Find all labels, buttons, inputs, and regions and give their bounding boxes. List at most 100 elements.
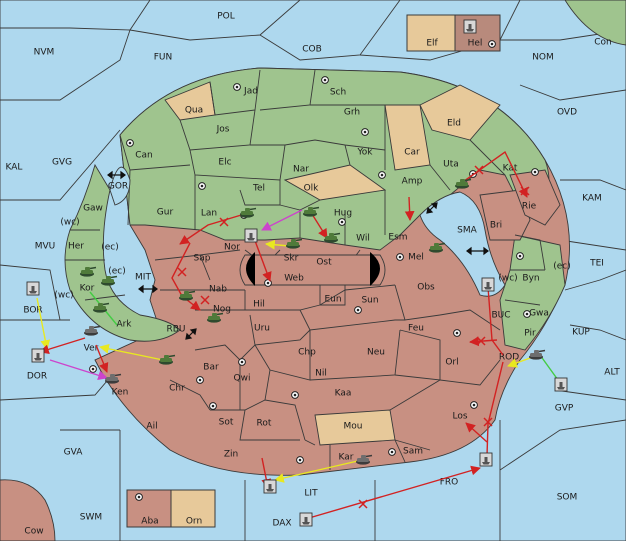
province-label: Ken — [112, 388, 129, 398]
supply-center-icon — [361, 128, 369, 136]
province-label: Orl — [445, 358, 458, 368]
province-label: Sam — [403, 447, 423, 457]
supply-center-icon — [291, 391, 299, 399]
green-power-east — [499, 234, 566, 351]
province-label: Uta — [443, 160, 459, 170]
sea-label: FRO — [440, 478, 459, 488]
supply-center-icon — [296, 456, 304, 464]
sea-label: NVM — [34, 48, 55, 58]
province-label: Eun — [324, 295, 341, 305]
fleet-icon — [26, 281, 40, 296]
province-label: Kor — [80, 284, 95, 294]
province-label: Feu — [408, 324, 424, 334]
sea-label: ROD — [499, 353, 519, 363]
sma-bay[interactable] — [419, 191, 506, 297]
gor-inlet[interactable] — [109, 166, 131, 206]
red-province-labels: Sap Nor Skr Ost Web Mel Nab Hil Eun Sun … — [84, 202, 537, 527]
sea-label: SWM — [80, 513, 102, 523]
legend-neutral-label: Elf — [426, 39, 438, 49]
coast-label: (wc) — [498, 274, 517, 284]
sea-label: OVD — [557, 108, 577, 118]
supply-center-icon — [453, 329, 461, 337]
supply-center-icon — [338, 218, 346, 226]
province-label: Yok — [356, 148, 373, 158]
sea-label: GVA — [64, 448, 84, 458]
province-label: Sun — [361, 296, 378, 306]
province-label: Car — [404, 148, 420, 158]
supply-center-icon — [233, 83, 241, 91]
coast-label: (wc) — [60, 218, 79, 228]
sea-label: BUC — [491, 311, 510, 321]
fleet-icon — [244, 228, 258, 243]
supply-center-icon — [388, 448, 396, 456]
supply-center-icon — [354, 306, 362, 314]
province-label: Los — [452, 412, 467, 422]
sea-label: MVU — [35, 242, 56, 252]
sea-label: NOM — [532, 53, 554, 63]
eld-province[interactable] — [419, 84, 501, 141]
supply-center-icon — [238, 358, 246, 366]
aba-province[interactable] — [126, 489, 172, 528]
rie-province[interactable] — [509, 169, 561, 226]
supply-center-icon — [89, 365, 97, 373]
province-label: Ost — [316, 258, 332, 268]
sea-label: RBU — [166, 325, 185, 335]
province-label: Kat — [503, 164, 518, 174]
sea-labels: POL NVM FUN COB NOM Con KAL GVG GOR OVD … — [6, 12, 621, 537]
province-label: Obs — [417, 283, 435, 293]
fleet-icon — [299, 512, 313, 527]
province-label: Lan — [201, 209, 217, 219]
province-label: Sap — [194, 254, 211, 264]
central-block — [239, 254, 386, 286]
province-label: Tel — [252, 184, 265, 194]
province-label: Gwa — [529, 309, 549, 319]
province-label: Grh — [344, 108, 360, 118]
supply-center-icon — [396, 253, 404, 261]
orn-province[interactable] — [170, 489, 216, 528]
province-label: Can — [135, 151, 153, 161]
province-label: Amp — [402, 177, 423, 187]
sea-label: GVP — [555, 404, 574, 414]
cow-land[interactable] — [0, 479, 56, 541]
province-label: Elc — [218, 158, 231, 168]
supply-center-icon — [378, 171, 386, 179]
legend-fleet-icon — [463, 19, 477, 34]
sea-label: KAM — [582, 194, 602, 204]
province-label: Skr — [284, 254, 299, 264]
bri-province[interactable] — [479, 189, 531, 241]
province-label: Her — [68, 242, 84, 252]
sea-label: DAX — [272, 519, 291, 529]
sea-label: Cow — [24, 527, 43, 537]
sea-label: GVG — [52, 158, 72, 168]
failed-order-markers — [177, 165, 530, 509]
fleet-icon — [481, 277, 495, 292]
sea-label: SOM — [557, 493, 578, 503]
province-label: Uru — [254, 324, 270, 334]
sea-label: COB — [302, 45, 322, 55]
impassable-right — [370, 252, 380, 286]
sea-label: KUP — [572, 328, 590, 338]
coast-label: (wc) — [54, 291, 73, 301]
coast-label: (ec) — [108, 267, 126, 277]
supply-center-icon — [196, 376, 204, 384]
province-label: Kaa — [335, 389, 352, 399]
province-label: Sot — [219, 418, 234, 428]
sea-label: BOR — [23, 306, 42, 316]
province-label: Bri — [490, 221, 502, 231]
coast-label: (ec) — [101, 243, 119, 253]
sea-label: TEI — [589, 259, 604, 269]
province-label: Mou — [344, 422, 363, 432]
province-label: Jad — [243, 87, 258, 97]
sea-label: POL — [217, 12, 235, 22]
province-label: Chp — [298, 348, 316, 358]
province-label: Chr — [169, 384, 185, 394]
province-label: Rot — [257, 419, 272, 429]
province-label: Ail — [146, 422, 157, 432]
province-label: Olk — [304, 184, 320, 194]
sea-label: GOR — [108, 182, 128, 192]
province-label: Nil — [315, 369, 327, 379]
province-label: Kar — [339, 453, 354, 463]
province-label: Nar — [293, 165, 309, 175]
